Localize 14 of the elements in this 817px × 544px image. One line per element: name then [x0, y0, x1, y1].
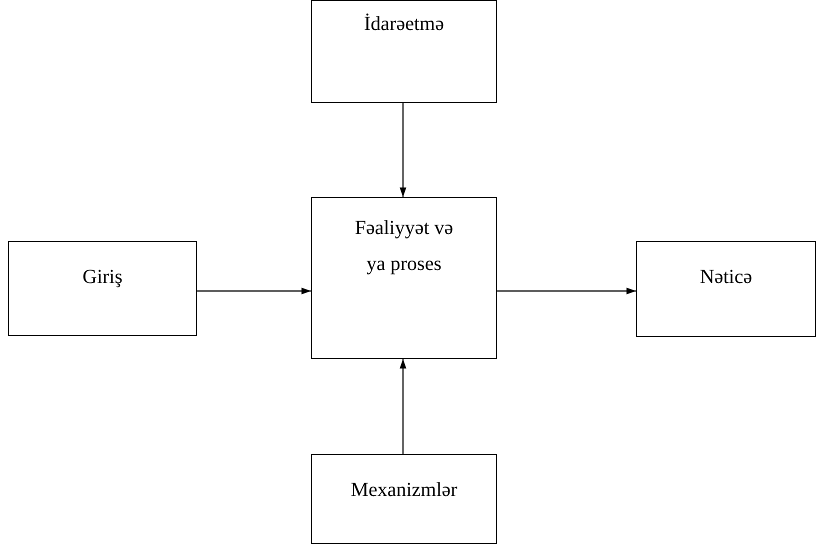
- arrow: [197, 288, 311, 294]
- box-label: İdarəetmə: [364, 12, 444, 37]
- process-box: [636, 241, 816, 337]
- arrow: [400, 103, 406, 197]
- arrow: [400, 359, 406, 454]
- arrow: [497, 288, 636, 294]
- box-label: Mexanizmlər: [350, 478, 458, 503]
- box-label: Fəaliyyət və ya proses: [354, 216, 454, 277]
- box-label: Nəticə: [700, 265, 752, 290]
- process-box: [311, 0, 497, 103]
- box-label: Giriş: [82, 265, 122, 290]
- process-box: [311, 454, 497, 544]
- process-box: [8, 241, 197, 336]
- process-box: [311, 197, 497, 359]
